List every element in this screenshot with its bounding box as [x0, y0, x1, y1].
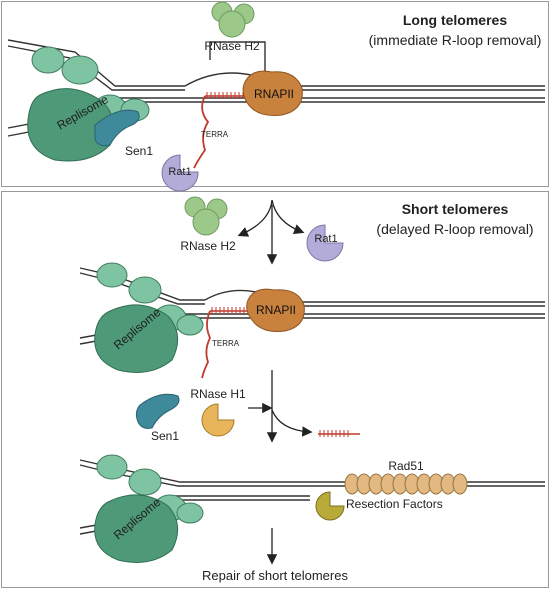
bottom-rnase-h2 — [184, 196, 228, 236]
resection-factors — [315, 491, 345, 521]
bottom-terra-label: TERRA — [212, 339, 240, 348]
bottom-panel-title: Short telomeres — [402, 201, 509, 217]
top-rat1-label: Rat1 — [168, 166, 191, 178]
bottom-rat1-label: Rat1 — [314, 233, 337, 245]
bottom-panel-subtitle: (delayed R-loop removal) — [376, 221, 533, 237]
top-terra-label: TERRA — [201, 130, 229, 139]
bottom-r-loop-hybrid-1 — [210, 307, 250, 314]
bottom-replisome-helicase-1 — [96, 262, 204, 336]
top-panel-frame — [1, 1, 549, 187]
bottom-rat1 — [306, 224, 344, 262]
top-panel-subtitle: (immediate R-loop removal) — [369, 32, 542, 48]
repair-label: Repair of short telomeres — [202, 568, 348, 583]
bottom-replisome-2 — [94, 494, 179, 563]
top-terra-rna — [193, 95, 210, 169]
bottom-sen1-label: Sen1 — [151, 429, 179, 443]
top-replisome — [27, 88, 114, 162]
resection-factors-label: Resection Factors — [346, 497, 443, 511]
top-panel-title: Long telomeres — [403, 12, 507, 28]
bottom-rnapii — [246, 288, 305, 332]
top-rat1 — [161, 154, 199, 192]
bottom-panel-frame — [1, 191, 549, 588]
bottom-panel: Short telomeres (delayed R-loop removal)… — [79, 196, 545, 583]
bottom-rnase-h1-label: RNase H1 — [190, 387, 246, 401]
split-arrows — [237, 199, 305, 265]
rad51-label: Rad51 — [388, 459, 424, 473]
release-arrows — [248, 370, 313, 443]
top-r-loop-hybrid — [205, 92, 245, 99]
bottom-terra-rna — [201, 310, 211, 379]
bottom-rnase-h1 — [201, 403, 235, 437]
released-hybrid — [318, 430, 360, 437]
bottom-replisome-1 — [94, 304, 179, 373]
top-rnase-h2 — [211, 1, 255, 38]
bottom-sen1 — [135, 393, 180, 429]
bottom-rnase-h2-label: RNase H2 — [180, 239, 236, 253]
rad51-filament — [344, 473, 468, 495]
top-rnapii — [242, 70, 303, 116]
top-panel: Long telomeres (immediate R-loop removal… — [7, 1, 545, 192]
top-rnase-h2-label: RNase H2 — [204, 39, 260, 53]
top-sen1 — [94, 109, 140, 147]
bottom-rnapii-label: RNAPII — [256, 303, 296, 317]
top-sen1-label: Sen1 — [125, 144, 153, 158]
top-rnapii-label: RNAPII — [254, 87, 294, 101]
